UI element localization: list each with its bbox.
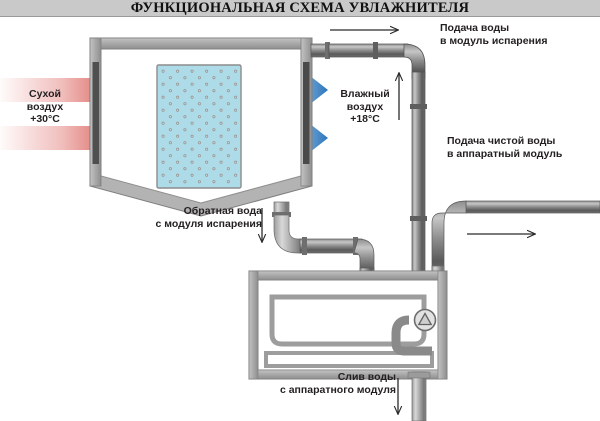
title-bar: ФУНКЦИОНАЛЬНАЯ СХЕМА УВЛАЖНИТЕЛЯ (0, 0, 600, 17)
label-clean-water-supply: Подача чистой воды в аппаратный модуль (447, 135, 563, 160)
apparatus-module (248, 270, 448, 380)
circulation-pump[interactable] (391, 308, 437, 356)
evaporation-module (89, 37, 313, 217)
label-water-supply-evaporation: Подача воды в модуль испарения (440, 22, 548, 47)
evaporation-panel (156, 64, 242, 189)
clean-water-pipe (431, 200, 600, 377)
page-title: ФУНКЦИОНАЛЬНАЯ СХЕМА УВЛАЖНИТЕЛЯ (130, 0, 470, 16)
water-tank (269, 294, 427, 347)
diagram-canvas: Сухой воздух +30°C Влажный воздух +18°C … (0, 16, 600, 421)
label-dry-air: Сухой воздух +30°C (26, 88, 64, 125)
label-water-drain: Слив воды с аппаратного модуля (279, 371, 396, 396)
label-humid-air: Влажный воздух +18°C (340, 88, 390, 125)
label-return-water: Обратная вода с модуля испарения (155, 205, 262, 230)
schematic-svg (0, 16, 600, 421)
drain-pipe (407, 371, 431, 421)
